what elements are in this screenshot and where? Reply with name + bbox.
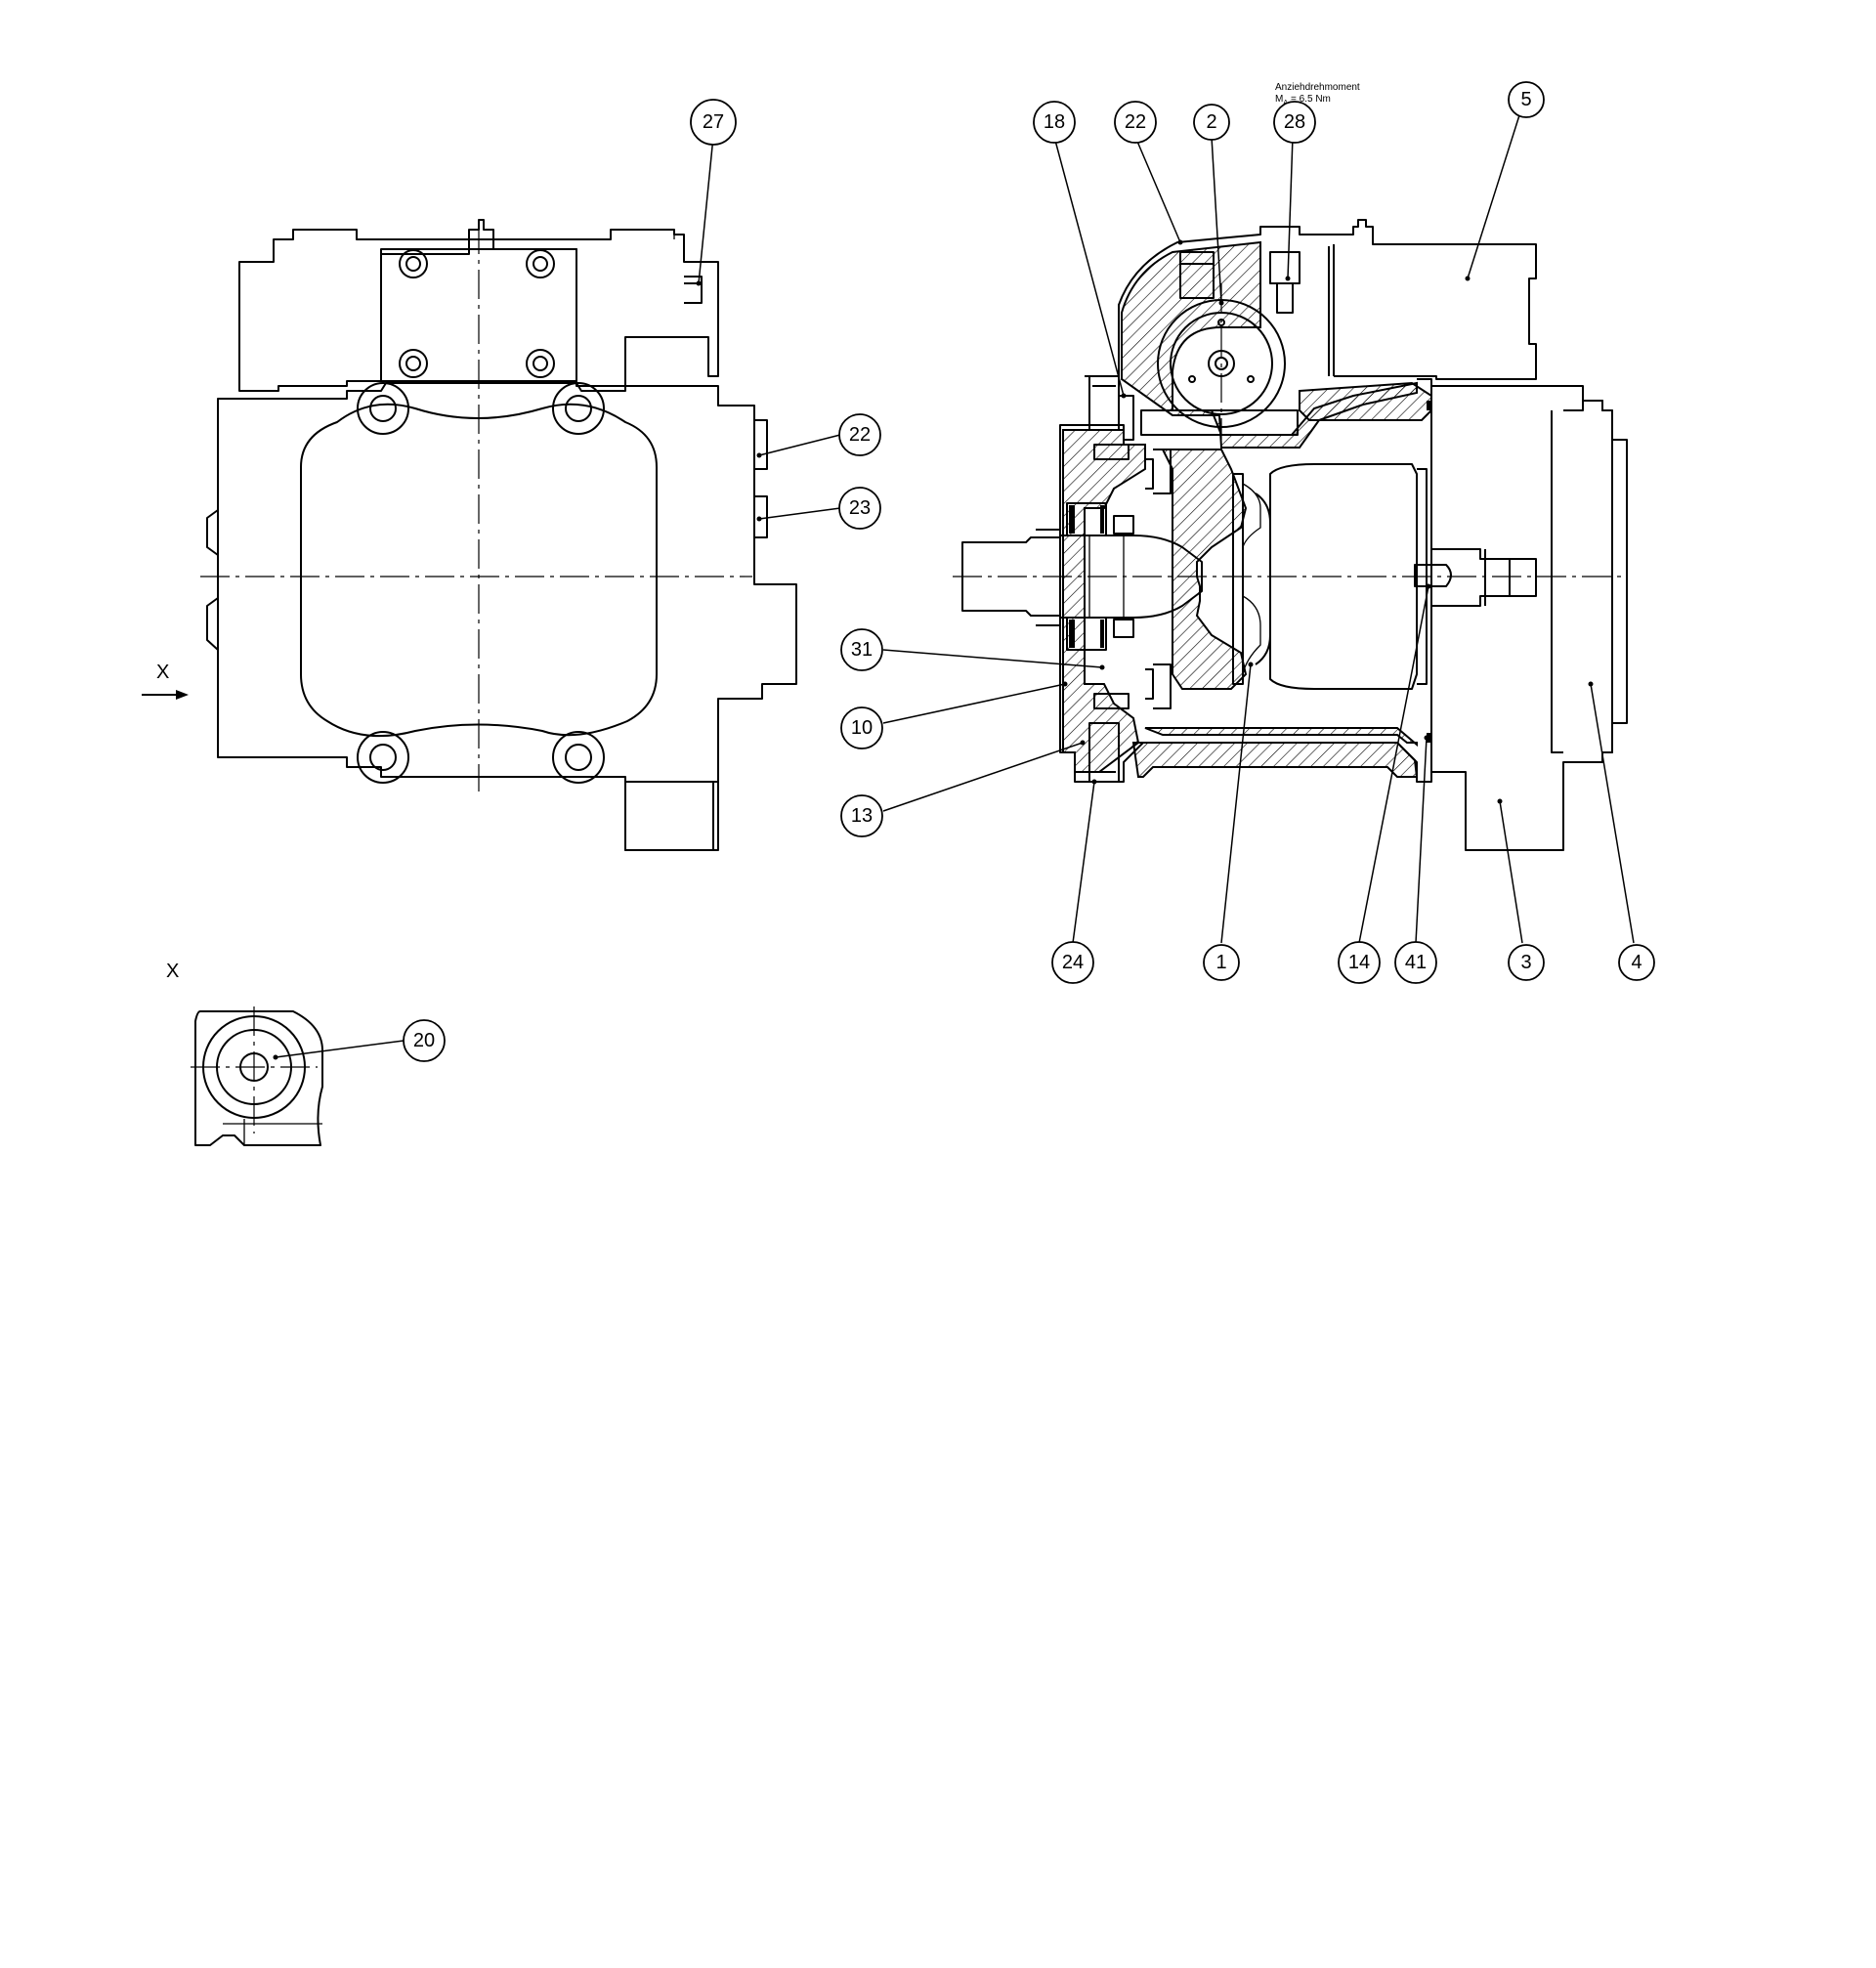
front-view <box>200 219 797 851</box>
item-bubble-14: 14 <box>1338 941 1381 984</box>
svg-text:20: 20 <box>413 1030 435 1051</box>
item-bubble-22-top: 22 <box>1114 101 1157 144</box>
item-bubble-2: 2 <box>1193 104 1230 141</box>
view-arrow-x: X <box>142 662 189 700</box>
svg-text:28: 28 <box>1284 111 1305 133</box>
torque-note-line1: Anziehdrehmoment <box>1275 82 1360 93</box>
item-bubble-13: 13 <box>840 794 883 837</box>
mounting-bolt <box>357 382 605 784</box>
svg-text:23: 23 <box>849 497 871 519</box>
svg-text:18: 18 <box>1044 111 1065 133</box>
item-bubble-3: 3 <box>1508 944 1545 981</box>
svg-text:13: 13 <box>851 805 873 827</box>
item-bubble-4: 4 <box>1618 944 1655 981</box>
torque-note-symbol: M <box>1275 94 1283 105</box>
svg-text:4: 4 <box>1631 952 1642 973</box>
item-bubble-20: 20 <box>403 1019 446 1062</box>
svg-text:5: 5 <box>1520 89 1531 110</box>
item-bubble-41: 41 <box>1394 941 1437 984</box>
svg-text:27: 27 <box>703 111 724 133</box>
item-bubble-24: 24 <box>1051 941 1094 984</box>
item-bubble-1: 1 <box>1203 944 1240 981</box>
svg-text:31: 31 <box>851 639 873 661</box>
svg-text:22: 22 <box>849 424 871 446</box>
item-bubble-28: 28 <box>1273 101 1316 144</box>
item-bubble-27: 27 <box>690 99 737 146</box>
svg-text:24: 24 <box>1062 952 1084 973</box>
item-bubble-5: 5 <box>1508 81 1545 118</box>
bearing <box>1066 502 1134 651</box>
view-arrow-label: X <box>156 662 169 683</box>
item-bubble-22-left: 22 <box>838 413 881 456</box>
detail-view-x: X <box>166 961 323 1146</box>
control-bolt <box>399 249 555 378</box>
leader-lines <box>273 114 1635 1060</box>
svg-text:3: 3 <box>1520 952 1531 973</box>
item-bubble-10: 10 <box>840 706 883 749</box>
svg-text:41: 41 <box>1405 952 1427 973</box>
detail-view-label: X <box>166 961 179 982</box>
svg-text:10: 10 <box>851 717 873 739</box>
svg-text:1: 1 <box>1215 952 1226 973</box>
svg-text:14: 14 <box>1348 952 1370 973</box>
svg-text:2: 2 <box>1206 111 1216 133</box>
item-bubble-31: 31 <box>840 628 883 671</box>
svg-text:22: 22 <box>1125 111 1146 133</box>
item-bubbles: 27 22 23 31 10 13 18 22 2 28 5 24 1 14 4… <box>403 81 1655 1062</box>
torque-note-value: = 6.5 Nm <box>1291 94 1331 105</box>
item-bubble-18: 18 <box>1033 101 1076 144</box>
item-bubble-23: 23 <box>838 487 881 530</box>
section-view <box>953 219 1628 851</box>
